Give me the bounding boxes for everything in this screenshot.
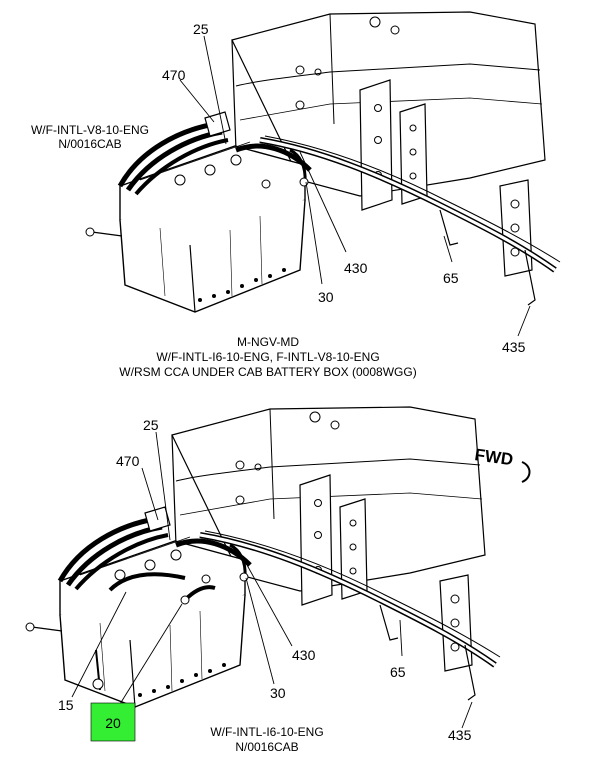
bottom-caption-line-2: N/0016CAB	[235, 740, 298, 754]
fwd-arrow-icon	[521, 461, 531, 483]
top-callout-65: 65	[443, 270, 459, 286]
top-caption-bottom-line-2: W/F-INTL-I6-10-ENG, F-INTL-V8-10-ENG	[156, 350, 379, 364]
bottom-callout-25: 25	[143, 417, 159, 433]
top-callout-30: 30	[318, 289, 334, 305]
top-caption-bottom-line-1: M-NGV-MD	[237, 335, 299, 349]
top-callout-470: 470	[162, 67, 186, 83]
bottom-callout-470: 470	[116, 453, 140, 469]
top-assembly-drawing	[86, 12, 560, 312]
bottom-callout-435: 435	[448, 727, 472, 743]
top-callout-430: 430	[344, 260, 368, 276]
bottom-callout-430: 430	[292, 647, 316, 663]
top-caption-left-line-2: N/0016CAB	[58, 137, 121, 151]
top-callout-25: 25	[193, 21, 209, 37]
fwd-label: FWD	[473, 445, 514, 469]
bottom-leader-lines	[71, 431, 473, 729]
bottom-callout-20: 20	[105, 715, 121, 731]
top-caption-left-line-1: W/F-INTL-V8-10-ENG	[31, 123, 149, 137]
bottom-callout-65: 65	[390, 664, 406, 680]
top-callout-435: 435	[502, 339, 526, 355]
bottom-callout-30: 30	[270, 685, 286, 701]
bottom-caption-line-1: W/F-INTL-I6-10-ENG	[210, 725, 323, 739]
bottom-extra-cables	[92, 572, 216, 691]
forward-direction-indicator: FWD	[473, 445, 531, 483]
top-caption-bottom-line-3: W/RSM CCA UNDER CAB BATTERY BOX (0008WGG…	[119, 365, 416, 379]
top-leader-lines	[179, 35, 531, 337]
bottom-callout-15: 15	[58, 697, 74, 713]
highlighted-callout-20[interactable]: 20	[90, 702, 136, 742]
